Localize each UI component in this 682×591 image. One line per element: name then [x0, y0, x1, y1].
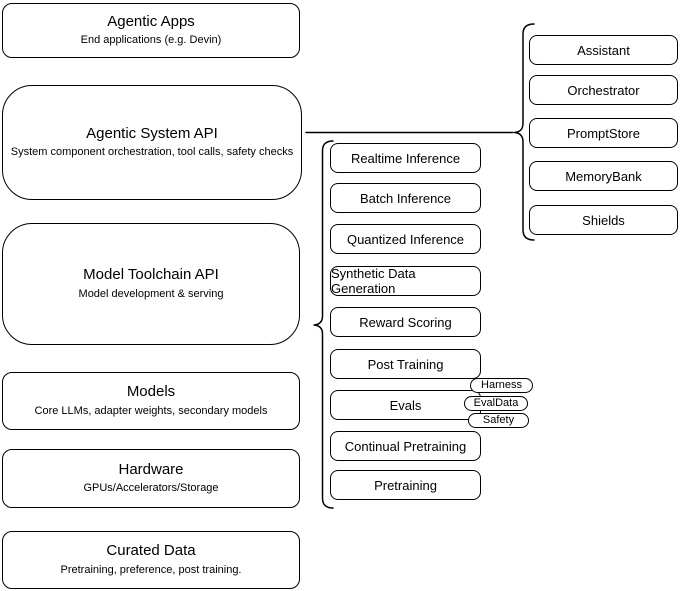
system-components-brace — [513, 23, 535, 241]
node-subtitle: Core LLMs, adapter weights, secondary mo… — [34, 404, 268, 417]
component-shields: Shields — [529, 205, 678, 235]
node-subtitle: GPUs/Accelerators/Storage — [83, 482, 219, 495]
node-subtitle: Model development & serving — [78, 287, 224, 300]
node-title: Model Toolchain API — [83, 266, 219, 284]
toolchain-services-brace — [313, 140, 334, 509]
node-models: Models Core LLMs, adapter weights, secon… — [2, 372, 300, 430]
node-subtitle: End applications (e.g. Devin) — [80, 34, 222, 47]
service-synthetic-data-generation: Synthetic Data Generation — [330, 266, 481, 296]
service-continual-pretraining: Continual Pretraining — [330, 431, 481, 461]
service-batch-inference: Batch Inference — [330, 183, 481, 213]
service-evals: Evals — [330, 390, 481, 420]
component-orchestrator: Orchestrator — [529, 75, 678, 105]
service-quantized-inference: Quantized Inference — [330, 224, 481, 254]
node-title: Agentic System API — [86, 124, 218, 142]
node-hardware: Hardware GPUs/Accelerators/Storage — [2, 449, 300, 508]
evals-tag-evaldata: EvalData — [464, 396, 528, 411]
service-reward-scoring: Reward Scoring — [330, 307, 481, 337]
service-pretraining: Pretraining — [330, 470, 481, 500]
service-realtime-inference: Realtime Inference — [330, 143, 481, 173]
node-subtitle: Pretraining, preference, post training. — [60, 563, 242, 576]
node-title: Agentic Apps — [107, 12, 195, 30]
node-model-toolchain-api: Model Toolchain API Model development & … — [2, 223, 300, 345]
component-assistant: Assistant — [529, 35, 678, 65]
node-subtitle: System component orchestration, tool cal… — [10, 146, 294, 159]
node-curated-data: Curated Data Pretraining, preference, po… — [2, 531, 300, 589]
evals-tag-safety: Safety — [468, 413, 529, 428]
node-title: Curated Data — [106, 542, 196, 560]
node-title: Hardware — [118, 460, 184, 478]
node-agentic-system-api: Agentic System API System component orch… — [2, 85, 302, 200]
service-post-training: Post Training — [330, 349, 481, 379]
evals-tag-harness: Harness — [470, 378, 533, 393]
component-memorybank: MemoryBank — [529, 161, 678, 191]
node-title: Models — [126, 383, 176, 401]
node-agentic-apps: Agentic Apps End applications (e.g. Devi… — [2, 3, 300, 58]
component-promptstore: PromptStore — [529, 118, 678, 148]
